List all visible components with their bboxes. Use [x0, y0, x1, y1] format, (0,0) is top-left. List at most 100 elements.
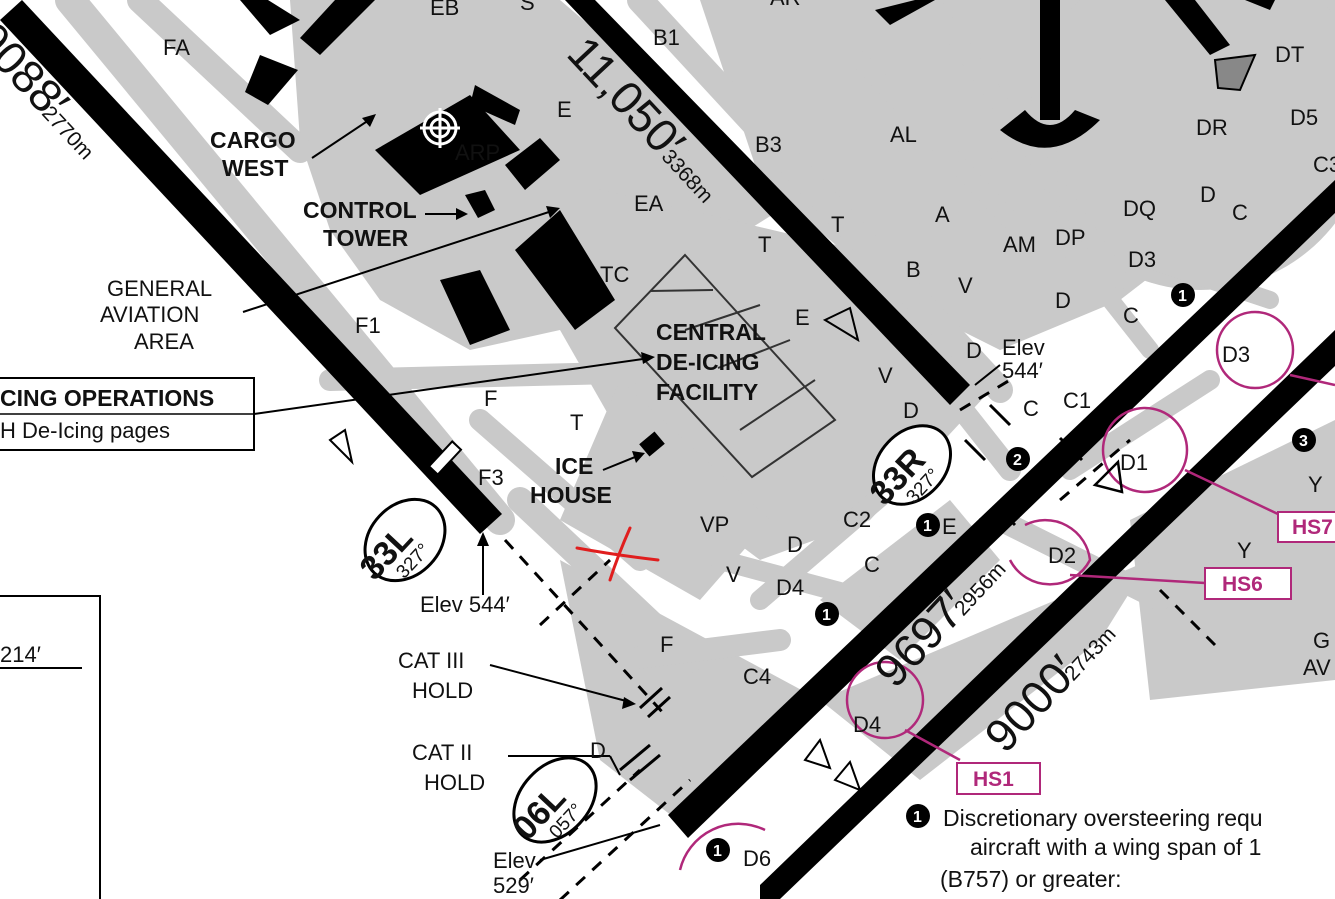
hotspot-hs6-box [1204, 567, 1292, 600]
tw-C-33R: C [1023, 396, 1039, 421]
tw-C1: C1 [1063, 388, 1091, 413]
taxiway-labels: FA EB S B1 AR E EA B3 AL DR DT D5 C3 D C… [163, 0, 1335, 871]
tw-D-bottom: D [590, 738, 606, 763]
tw-C2: C2 [843, 507, 871, 532]
tw-V-3: V [726, 562, 741, 587]
tw-D-33R: D [966, 338, 982, 363]
threshold-33R-elev-value: 544′ [1002, 358, 1043, 383]
area-cat2-hold-2: HOLD [424, 770, 485, 795]
left-info-box: 214′ [0, 595, 101, 899]
hold-bars [619, 403, 1084, 782]
tw-DQ: DQ [1123, 196, 1156, 221]
tw-Y-2: Y [1237, 538, 1252, 563]
cargo-building [375, 95, 520, 195]
svg-text:1: 1 [822, 607, 831, 624]
svg-text:2: 2 [1013, 452, 1022, 469]
area-deicing-3: FACILITY [656, 379, 758, 405]
hotspot-hs7-box [1277, 511, 1335, 543]
tw-V-1: V [958, 273, 973, 298]
tw-D3-circle: D3 [1222, 342, 1250, 367]
area-ice-house-1: ICE [555, 453, 593, 479]
tw-D2: D2 [1048, 543, 1076, 568]
hotspot-hs1: HS1 [973, 768, 1014, 791]
tw-VP: VP [700, 512, 729, 537]
svg-text:1: 1 [1178, 288, 1187, 305]
deicing-box-title: CING OPERATIONS [0, 385, 214, 411]
svg-text:1: 1 [923, 518, 932, 535]
notes-text: Discretionary oversteering requ aircraft… [940, 805, 1263, 892]
tw-EA: EA [634, 191, 664, 216]
area-deicing-1: CENTRAL [656, 319, 766, 345]
tw-C-mid: C [1123, 303, 1139, 328]
hotspot-hs1-box [956, 762, 1041, 795]
tw-FA: FA [163, 35, 190, 60]
threshold-33L: 33L 327° Elev 544′ [353, 497, 510, 617]
tw-D-mid: D [1055, 288, 1071, 313]
tw-T-3: T [570, 410, 583, 435]
tw-B3: B3 [755, 132, 782, 157]
buildings [240, 0, 1275, 457]
hotspot-hs7: HS7 [1292, 516, 1333, 539]
tw-V-2: V [878, 363, 893, 388]
threshold-33R: 33R 327° Elev 544′ [863, 335, 1045, 512]
central-deicing-outline [613, 253, 837, 479]
tw-D6: D6 [743, 846, 771, 871]
tw-F3: F3 [478, 465, 504, 490]
tw-T-2: T [758, 232, 771, 257]
note-1-line-2: aircraft with a wing span of 1 [970, 834, 1261, 860]
tw-C3: C3 [1313, 152, 1335, 177]
tw-C-top: C [1232, 200, 1248, 225]
tw-B: B [906, 257, 921, 282]
tw-D-low: D [787, 532, 803, 557]
tw-B1: B1 [653, 25, 680, 50]
note-1-line-1: Discretionary oversteering requ [943, 805, 1263, 831]
threshold-06L-elev-value: 529′ [493, 873, 534, 898]
tw-TC: TC [600, 262, 629, 287]
tw-D1: D1 [1120, 450, 1148, 475]
tw-E-top: E [557, 97, 572, 122]
tw-D-top: D [1200, 182, 1216, 207]
tw-AR: AR [770, 0, 801, 10]
arp-label: ARP [455, 140, 500, 165]
tw-DT: DT [1275, 42, 1304, 67]
area-ga-right-1: G [1313, 628, 1330, 653]
tw-F-low: F [660, 632, 673, 657]
svg-text:1: 1 [713, 843, 722, 860]
runway-06L-24R [668, 180, 1335, 838]
area-ga-2: AVIATION [100, 302, 199, 327]
tw-D3: D3 [1128, 247, 1156, 272]
arp-symbol [420, 108, 460, 148]
deicing-box-subtitle: H De-Icing pages [0, 418, 170, 443]
threshold-33L-elev: Elev 544′ [420, 592, 510, 617]
runway-33L-15R [0, 0, 502, 534]
threshold-06L-elev-label: Elev [493, 848, 536, 873]
area-labels: CARGO WEST CONTROL TOWER GENERAL AVIATIO… [100, 114, 1331, 795]
red-x-mark [575, 526, 660, 582]
hotspot-hs6: HS6 [1222, 573, 1263, 596]
area-ga-right-2: AV [1303, 655, 1331, 680]
tw-D4-circle: D4 [853, 712, 881, 737]
area-control-tower-2: TOWER [323, 225, 409, 251]
area-control-tower-1: CONTROL [303, 197, 417, 223]
area-ice-house-2: HOUSE [530, 482, 612, 508]
threshold-33R-elev-label: Elev [1002, 335, 1045, 360]
area-ga-3: AREA [134, 329, 194, 354]
tw-C4: C4 [743, 664, 771, 689]
tw-A: A [935, 202, 950, 227]
tw-F1: F1 [355, 313, 381, 338]
runway-33R-15L [565, 0, 970, 405]
tw-DP: DP [1055, 225, 1086, 250]
tw-Y-1: Y [1308, 472, 1323, 497]
hotspot-graphics [678, 310, 1335, 871]
area-cat3-hold-1: CAT III [398, 648, 464, 673]
area-deicing-2: DE-ICING [656, 349, 760, 375]
tw-C-low: C [864, 552, 880, 577]
approach-dashes [503, 378, 1217, 899]
area-cargo-west-2: WEST [222, 155, 288, 181]
deicing-operations-box: CING OPERATIONS H De-Icing pages [0, 352, 655, 451]
svg-text:1: 1 [913, 809, 922, 826]
note-1-line-3: (B757) or greater: [940, 866, 1122, 892]
area-ga-1: GENERAL [107, 276, 212, 301]
tw-D-33R-2: D [903, 398, 919, 423]
